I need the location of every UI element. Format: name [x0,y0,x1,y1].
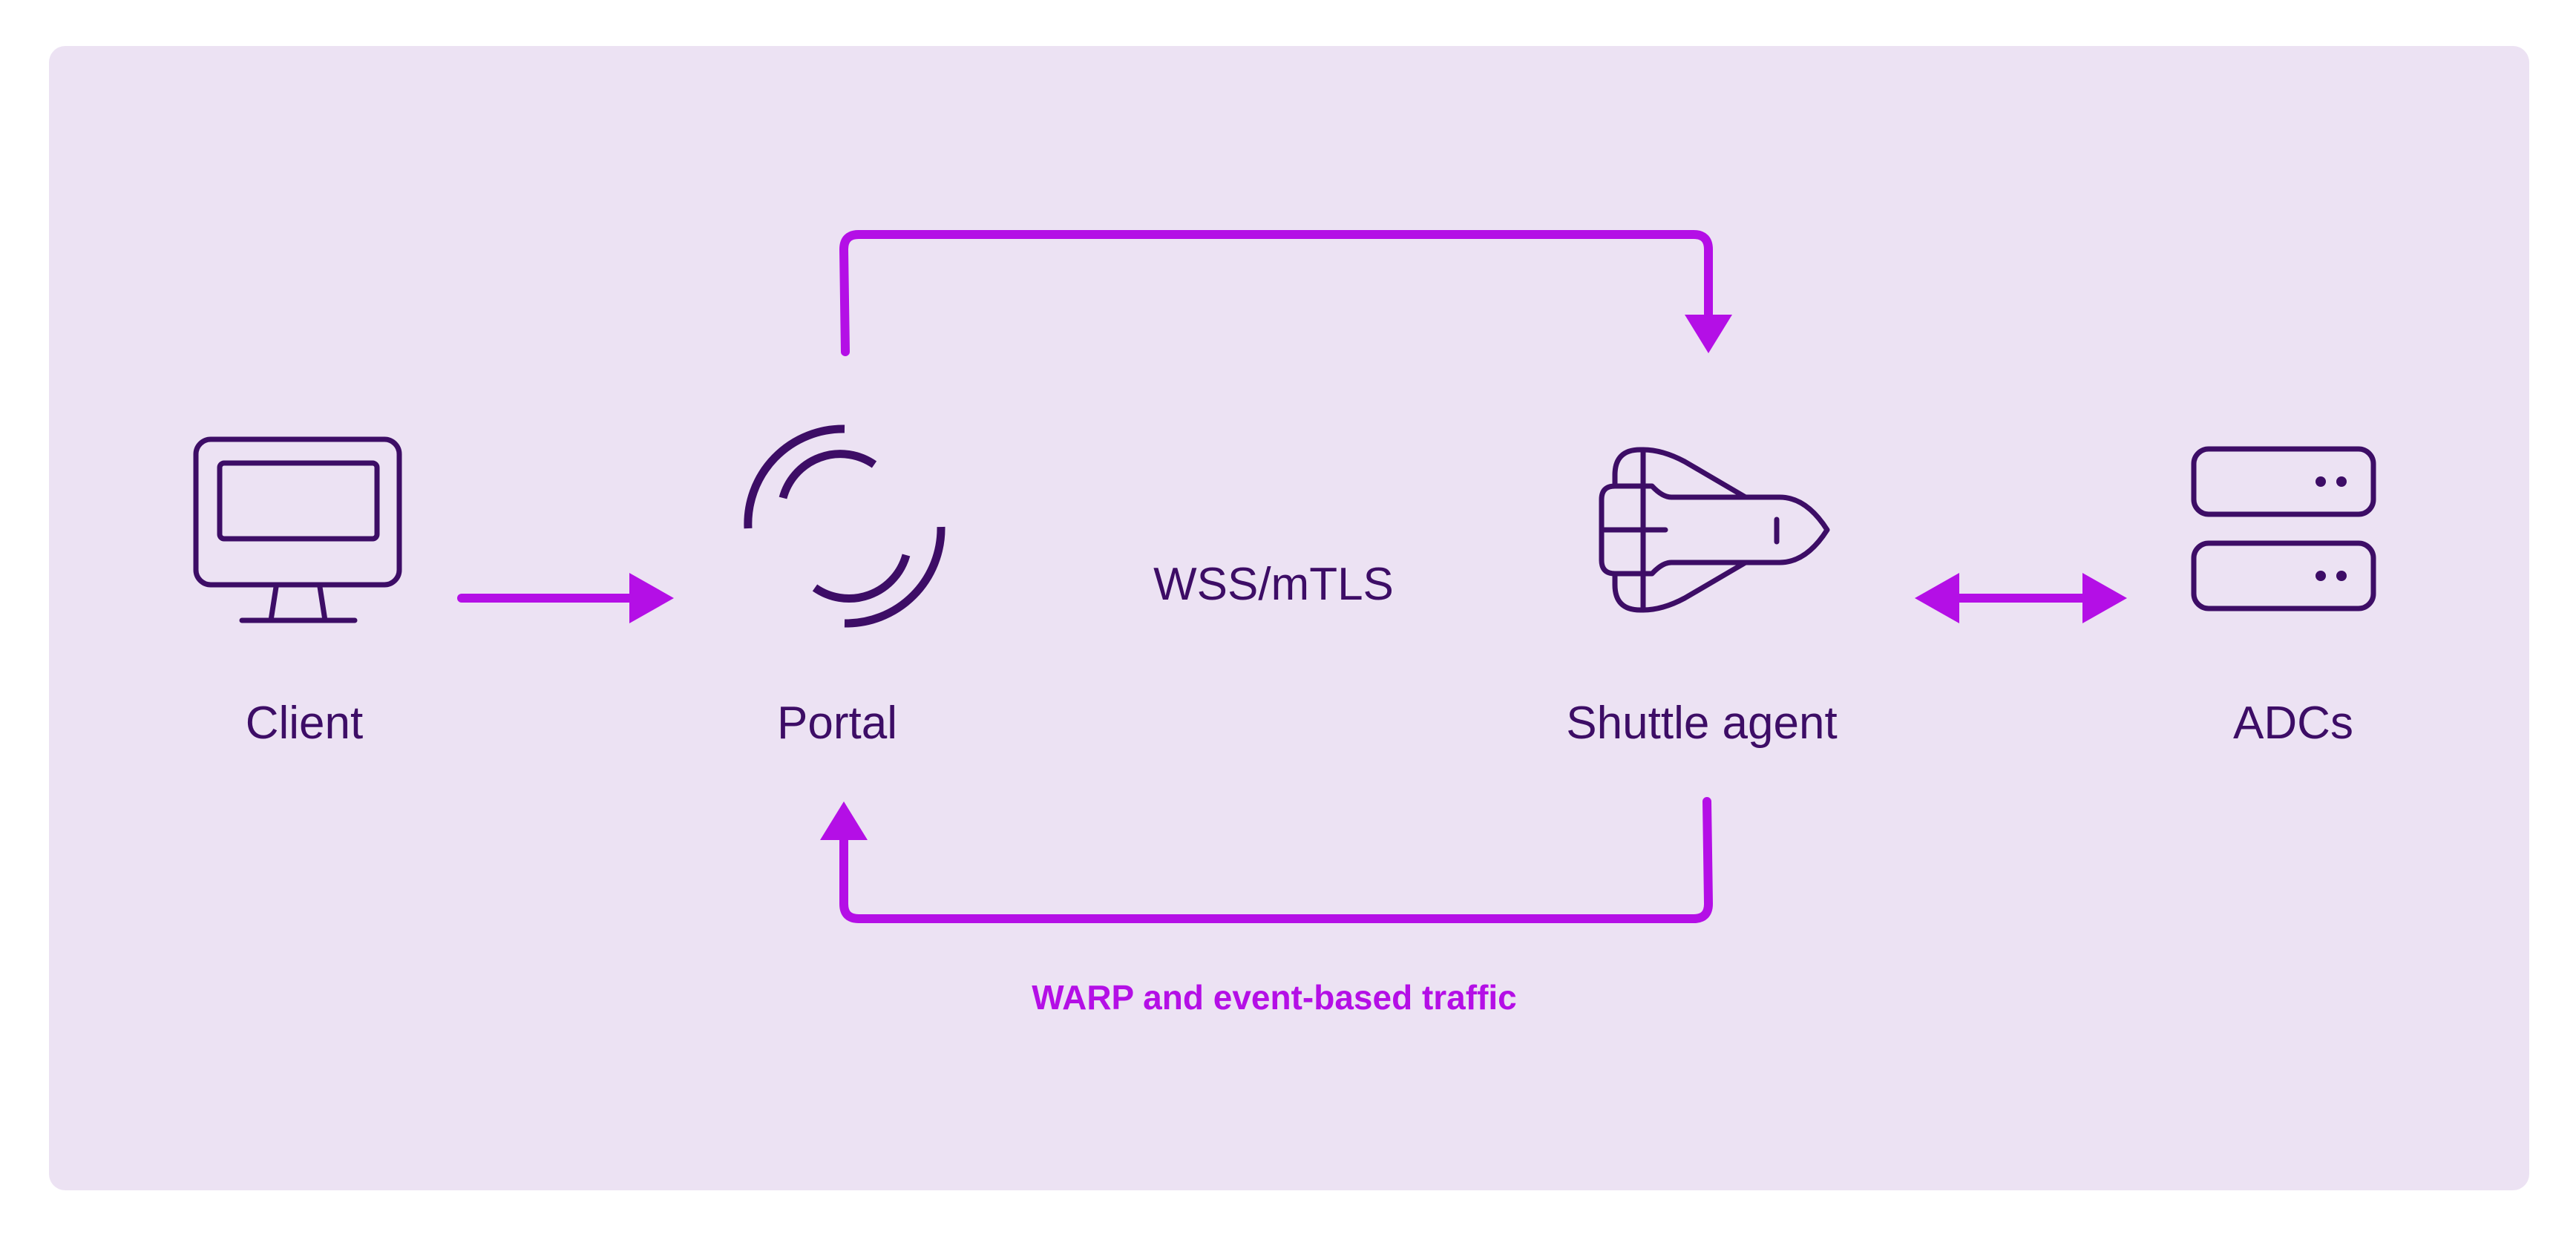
shuttle-agent-label: Shuttle agent [1566,698,1837,749]
shuttle-icon [1599,447,1830,613]
client-to-portal-arrow [457,573,674,623]
return-traffic-label: WARP and event-based traffic [1032,978,1517,1017]
portal-to-shuttle-arrow [839,230,1732,356]
tunnel-label: WSS/mTLS [1153,559,1394,610]
shuttle-to-portal-arrow [820,797,1713,923]
portal-ring-icon [744,424,945,628]
server-stack-icon [2191,446,2376,611]
shuttle-adcs-double-arrow [1915,573,2127,623]
portal-label: Portal [777,698,897,749]
adcs-label: ADCs [2233,698,2353,749]
monitor-icon [193,436,402,623]
client-label: Client [246,698,364,749]
